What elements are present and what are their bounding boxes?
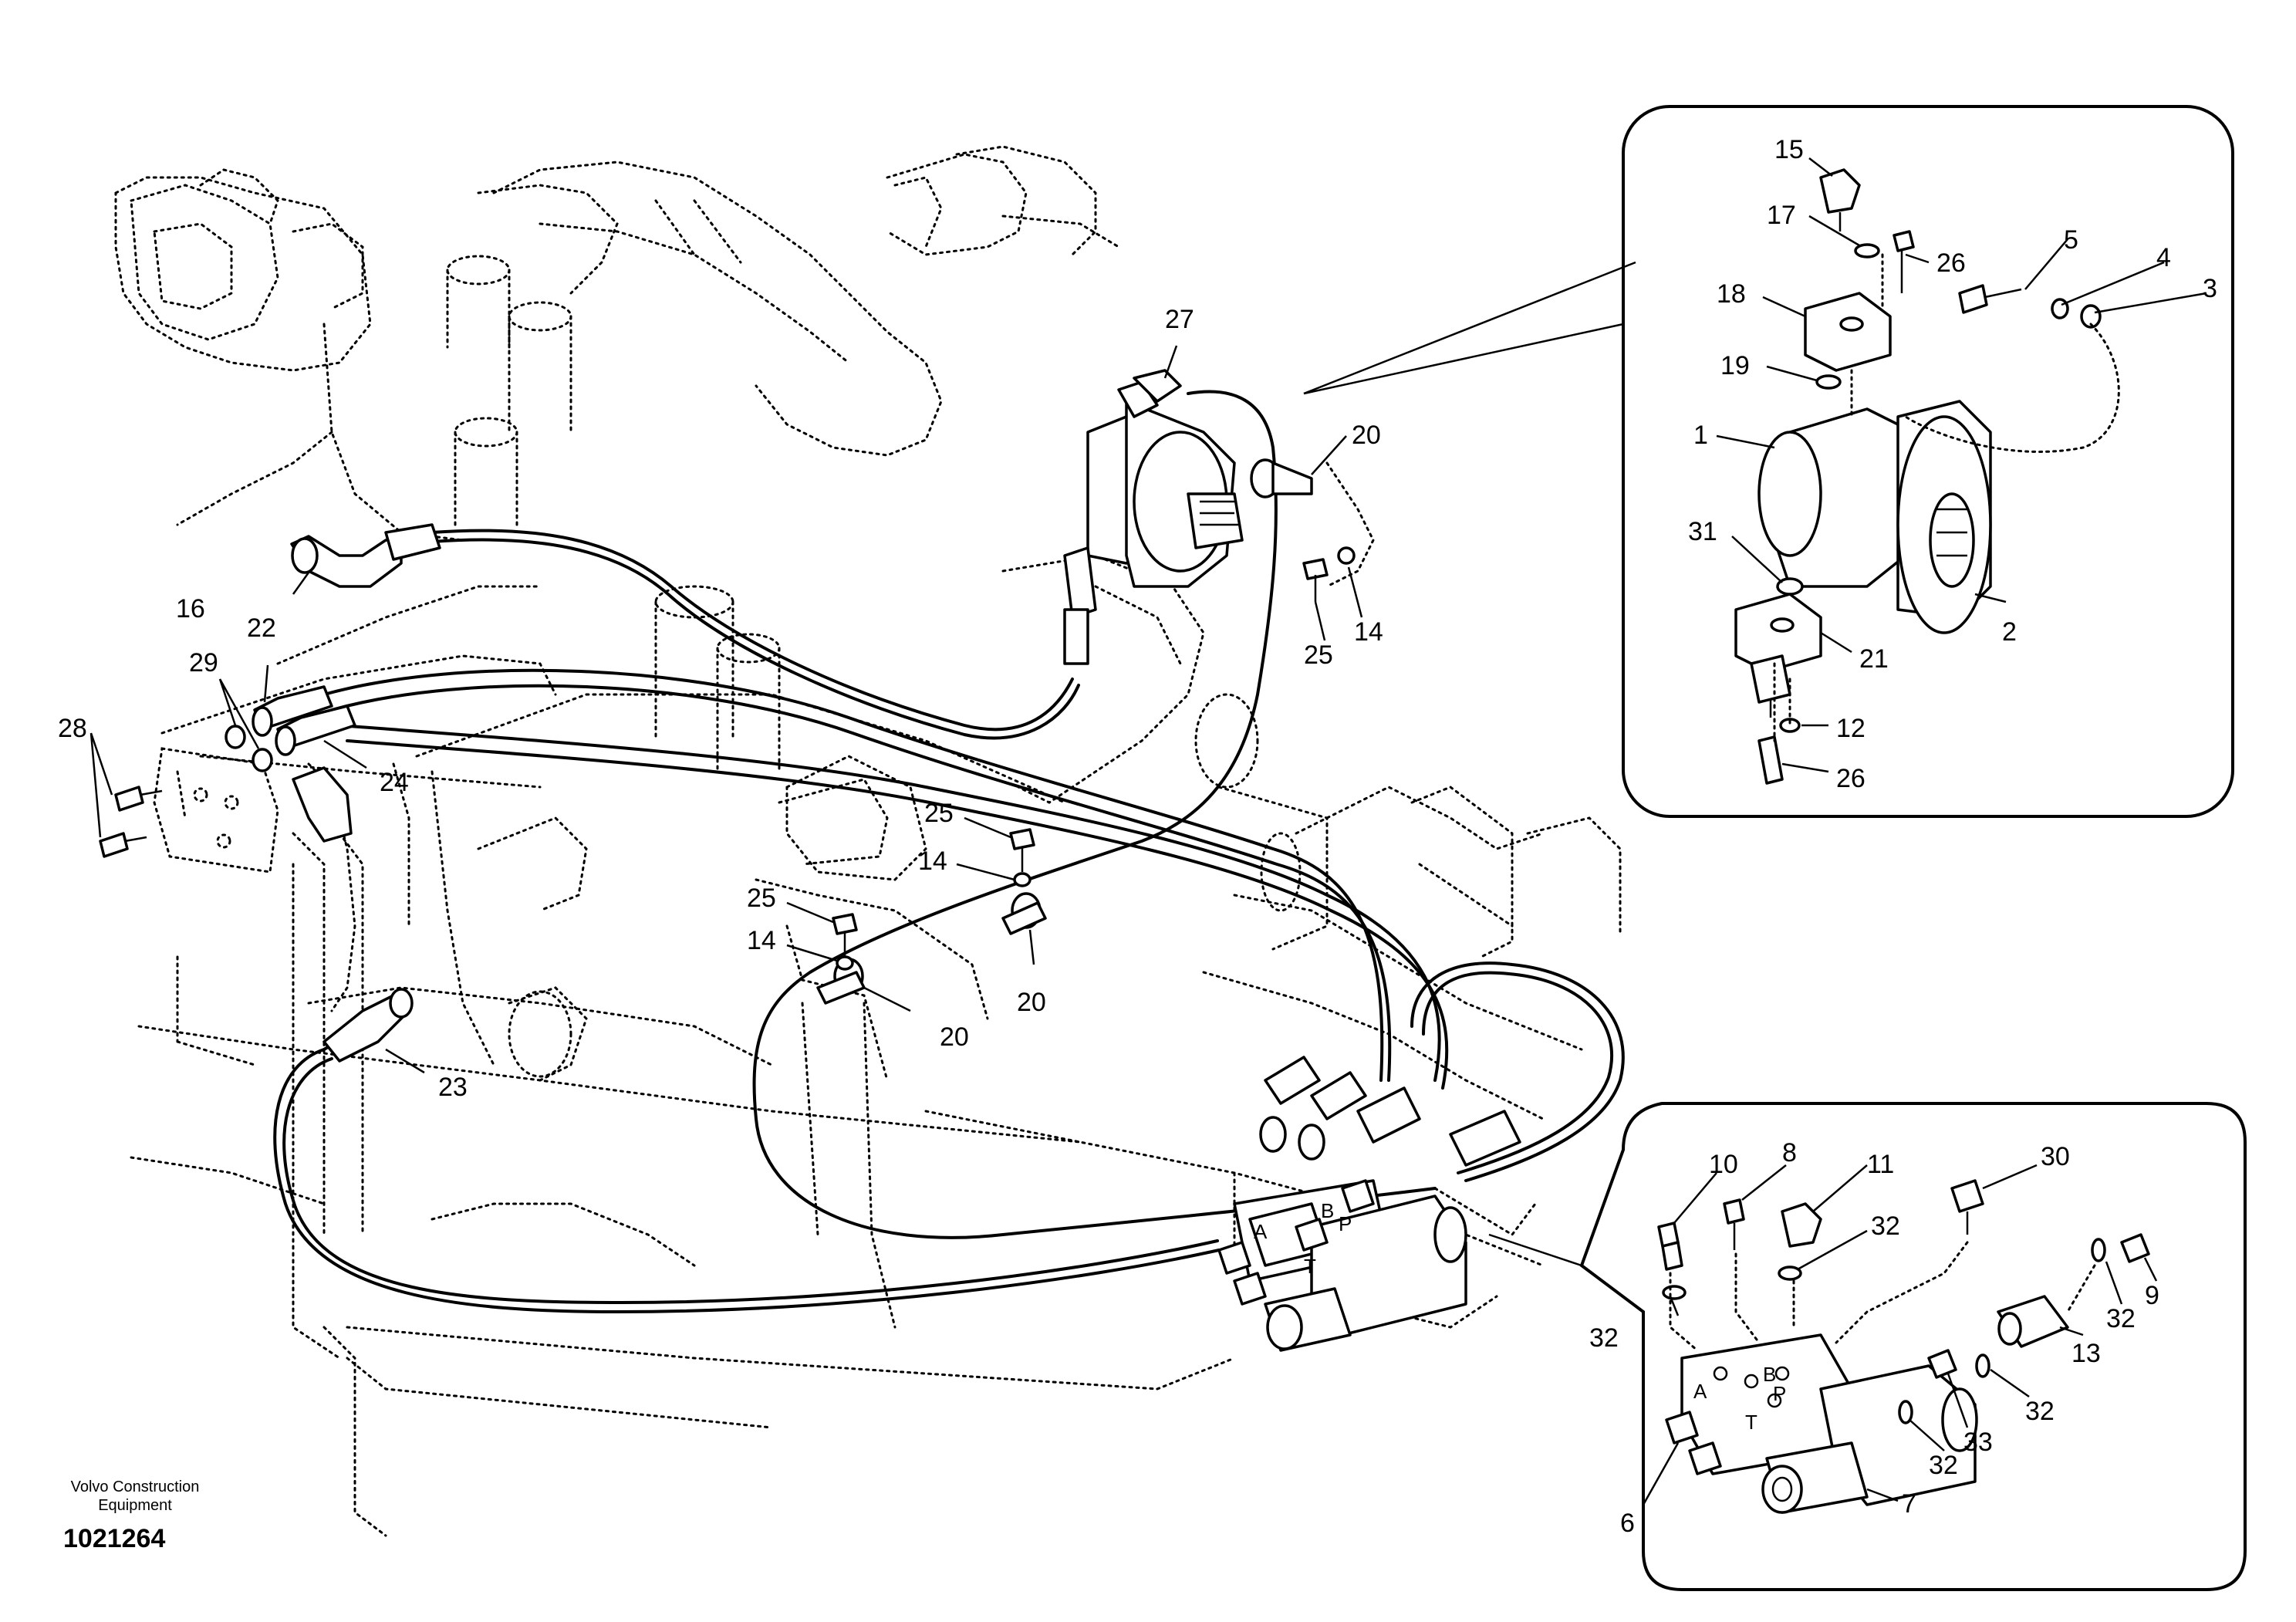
callout-32: 32 [2025, 1397, 2055, 1426]
callout-leaders [89, 157, 2207, 1505]
document-number: 1021264 [63, 1524, 166, 1553]
solenoid-valve-main [1217, 1179, 1467, 1352]
manufacturer-credit: Volvo Construction Equipment [54, 1478, 216, 1515]
detail-view-valve [1488, 1102, 2247, 1591]
callout-15: 15 [1774, 135, 1804, 164]
callout-25: 25 [1304, 640, 1333, 670]
callout-20: 20 [1017, 988, 1046, 1017]
callout-12: 12 [1836, 714, 1866, 743]
detail-port-label-a: A [1693, 1380, 1707, 1403]
callout-30: 30 [2041, 1142, 2070, 1171]
swing-motor-assembly [1063, 369, 1356, 665]
background-structure [114, 145, 1622, 1537]
port-label-a: A [1254, 1220, 1268, 1243]
callout-32: 32 [1929, 1451, 1958, 1480]
callout-4: 4 [2156, 243, 2171, 272]
callout-3: 3 [2203, 274, 2217, 303]
callout-28: 28 [58, 714, 87, 743]
callout-14: 14 [1354, 617, 1383, 647]
detail-port-label-b: B [1763, 1363, 1776, 1386]
callout-1: 1 [1693, 421, 1708, 450]
callout-8: 8 [1782, 1138, 1797, 1168]
callout-6: 6 [1620, 1509, 1635, 1538]
callout-2: 2 [2002, 617, 2017, 647]
callout-numbers: 27 20 25 14 16 22 29 28 24 25 14 25 14 2… [58, 135, 2217, 1538]
callout-33: 33 [1963, 1428, 1993, 1457]
credit-line-2: Equipment [98, 1497, 172, 1514]
callout-11: 11 [1867, 1150, 1894, 1179]
callout-32: 32 [2106, 1304, 2136, 1333]
port-label-t: T [1304, 1255, 1316, 1278]
callout-10: 10 [1709, 1150, 1738, 1179]
callout-17: 17 [1767, 201, 1796, 230]
callout-31: 31 [1688, 517, 1717, 546]
hose-fittings [99, 523, 1521, 1167]
credit-line-1: Volvo Construction [70, 1478, 200, 1495]
callout-25: 25 [747, 884, 776, 913]
callout-27: 27 [1165, 305, 1194, 334]
callout-23: 23 [438, 1073, 468, 1102]
callout-32: 32 [1871, 1211, 1900, 1241]
port-label-b: B [1321, 1199, 1334, 1222]
callout-21: 21 [1859, 644, 1889, 674]
callout-13: 13 [2071, 1339, 2101, 1368]
callout-7: 7 [1902, 1489, 1916, 1519]
detail-port-label-p: P [1773, 1382, 1786, 1405]
callout-14: 14 [747, 926, 776, 955]
callout-26: 26 [1836, 764, 1866, 793]
callout-14: 14 [918, 846, 947, 876]
callout-20: 20 [940, 1022, 969, 1052]
callout-29: 29 [189, 648, 218, 678]
callout-26: 26 [1936, 248, 1966, 278]
callout-5: 5 [2064, 225, 2078, 255]
detail-view-motor [1303, 105, 2234, 818]
callout-24: 24 [380, 768, 409, 797]
callout-32: 32 [1589, 1323, 1619, 1353]
callout-22: 22 [247, 613, 276, 643]
callout-9: 9 [2145, 1281, 2159, 1310]
callout-20: 20 [1352, 421, 1381, 450]
callout-18: 18 [1717, 279, 1746, 309]
detail-port-label-t: T [1745, 1411, 1757, 1434]
callout-19: 19 [1720, 351, 1750, 380]
callout-25: 25 [924, 799, 954, 828]
hose-lines [273, 390, 1625, 1313]
callout-16: 16 [176, 594, 205, 623]
port-label-p: P [1339, 1212, 1352, 1235]
port-labels: A B P T A B P T [1254, 1199, 1786, 1434]
